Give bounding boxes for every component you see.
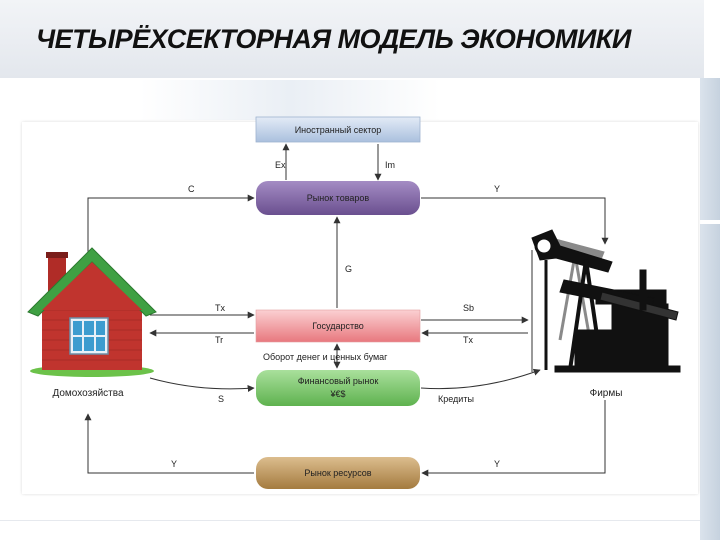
label-y-top: Y bbox=[494, 184, 500, 194]
financial-currencies-label: ¥€$ bbox=[329, 389, 345, 399]
financial-market-box: Финансовый рынок ¥€$ bbox=[256, 370, 420, 406]
arrow-y-bottom-left bbox=[84, 413, 254, 474]
background-decoration bbox=[140, 80, 440, 120]
goods-market-box: Рынок товаров bbox=[256, 181, 420, 215]
arrow-y-bottom-right bbox=[421, 400, 606, 477]
resource-market-box: Рынок ресурсов bbox=[256, 457, 420, 489]
label-y-bottom-left: Y bbox=[171, 459, 177, 469]
financial-market-label: Финансовый рынок bbox=[298, 376, 379, 386]
arrow-s bbox=[149, 377, 255, 392]
government-box: Государство bbox=[255, 309, 421, 343]
house-icon bbox=[27, 247, 157, 377]
label-turnover: Оборот денег и ценных бумаг bbox=[263, 352, 388, 362]
page-title: ЧЕТЫРЁХСЕКТОРНАЯ МОДЕЛЬ ЭКОНОМИКИ bbox=[36, 24, 631, 54]
households-label: Домохозяйства bbox=[52, 388, 123, 399]
arrow-c bbox=[87, 194, 255, 252]
arrow-y-top bbox=[421, 197, 609, 245]
footer-divider bbox=[0, 520, 700, 521]
label-g: G bbox=[345, 264, 352, 274]
goods-market-label: Рынок товаров bbox=[307, 193, 370, 203]
label-tx-left: Tx bbox=[215, 303, 225, 313]
label-tr: Tr bbox=[215, 335, 223, 345]
resource-market-label: Рынок ресурсов bbox=[304, 468, 371, 478]
title-bar: ЧЕТЫРЁХСЕКТОРНАЯ МОДЕЛЬ ЭКОНОМИКИ bbox=[0, 0, 704, 78]
label-sb: Sb bbox=[463, 303, 474, 313]
label-s: S bbox=[218, 394, 224, 404]
arrow-credits bbox=[420, 368, 541, 390]
side-bar-notch bbox=[700, 220, 720, 224]
oil-pumpjack-icon bbox=[531, 229, 681, 373]
government-label: Государство bbox=[312, 321, 364, 331]
foreign-sector-box: Иностранный сектор bbox=[255, 116, 421, 143]
foreign-sector-label: Иностранный сектор bbox=[295, 125, 382, 135]
label-credits: Кредиты bbox=[438, 394, 474, 404]
right-side-bar bbox=[700, 78, 720, 540]
label-c: C bbox=[188, 184, 195, 194]
label-tx-right: Tx bbox=[463, 335, 473, 345]
firms-label: Фирмы bbox=[590, 388, 623, 399]
label-y-bottom-right: Y bbox=[494, 459, 500, 469]
label-ex: Ex bbox=[275, 160, 286, 170]
label-im: Im bbox=[385, 160, 395, 170]
flow-arrows bbox=[84, 143, 609, 477]
